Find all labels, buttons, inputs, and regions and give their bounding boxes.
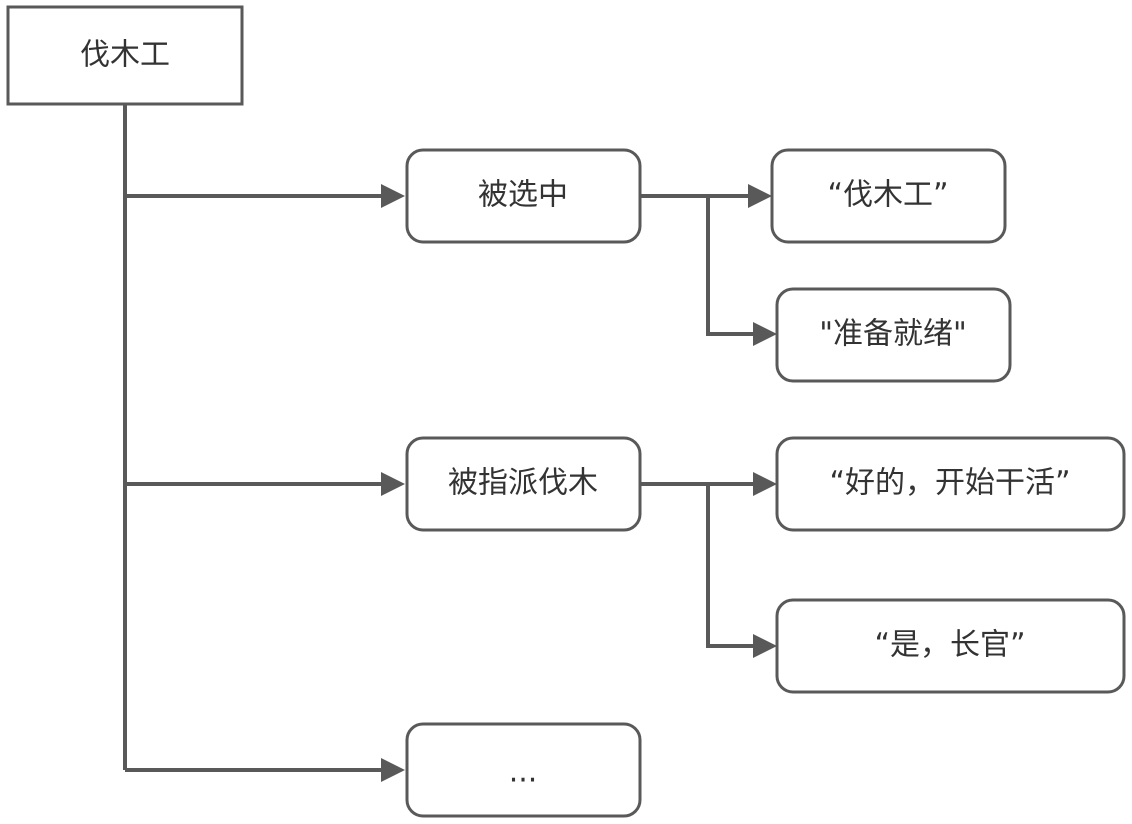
arrow-branch-1-response-1 bbox=[748, 184, 772, 208]
arrow-branch-3 bbox=[381, 758, 405, 782]
branch-node-3-box bbox=[405, 722, 642, 818]
root-node: 伐木工 bbox=[6, 5, 244, 106]
response-node-2-2-label: “是，长官” bbox=[874, 628, 1025, 663]
response-node-1-2-label: "准备就绪" bbox=[819, 317, 967, 352]
arrow-branch-2-response-1 bbox=[753, 472, 777, 496]
response-node-1-1-box bbox=[770, 148, 1007, 244]
arrow-branch-2-response-2 bbox=[753, 634, 777, 658]
arrow-branch-1-response-2 bbox=[753, 322, 777, 346]
response-node-2-1: “好的，开始干活” bbox=[775, 436, 1126, 532]
response-node-1-1: “伐木工” bbox=[770, 148, 1007, 244]
branch-node-1: 被选中 bbox=[405, 148, 642, 244]
branch-node-2-box bbox=[405, 436, 642, 532]
branch-node-3: ... bbox=[405, 722, 642, 818]
response-node-1-1-label: “伐木工” bbox=[827, 178, 948, 213]
arrow-branch-2 bbox=[381, 472, 405, 496]
connector-branch-2-response-2 bbox=[706, 484, 757, 648]
response-node-1-2-box bbox=[775, 287, 1012, 383]
branch-node-3-label: ... bbox=[509, 755, 538, 790]
root-node-box bbox=[6, 5, 244, 106]
response-node-2-1-box bbox=[775, 436, 1126, 532]
response-node-2-2: “是，长官” bbox=[775, 598, 1126, 694]
branch-node-2: 被指派伐木 bbox=[405, 436, 642, 532]
response-node-2-1-label: “好的，开始干活” bbox=[829, 466, 1070, 501]
arrow-branch-1 bbox=[381, 184, 405, 208]
response-node-1-2: "准备就绪" bbox=[775, 287, 1012, 383]
response-node-2-2-box bbox=[775, 598, 1126, 694]
branch-node-1-box bbox=[405, 148, 642, 244]
branch-node-1-label: 被选中 bbox=[478, 178, 568, 213]
root-node-label: 伐木工 bbox=[80, 38, 170, 73]
connector-branch-1-response-2 bbox=[706, 196, 757, 336]
branch-node-2-label: 被指派伐木 bbox=[448, 466, 598, 501]
connectors bbox=[123, 104, 777, 782]
